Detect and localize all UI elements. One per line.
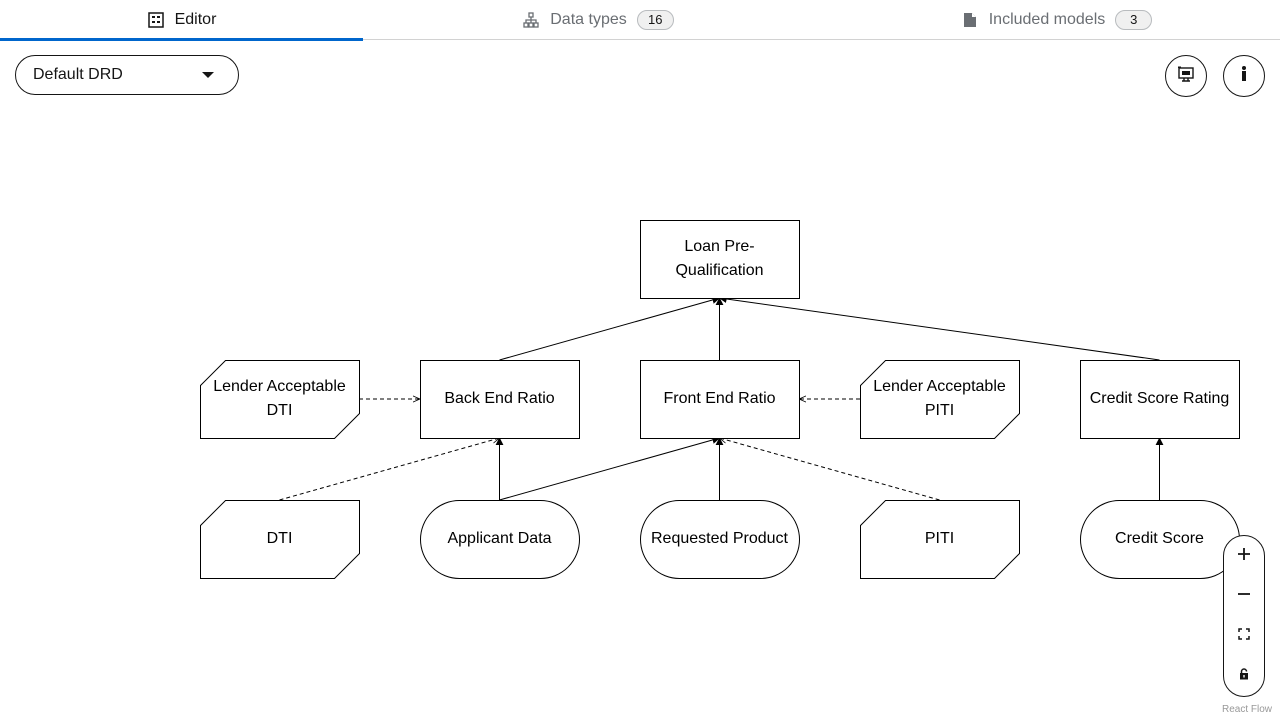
node-label: Credit Score (1115, 530, 1204, 547)
tab-bar: Editor Data types 16 Included models 3 (0, 0, 1280, 41)
drd-selector-value: Default DRD (33, 66, 123, 83)
zoom-out-button[interactable] (1224, 576, 1264, 616)
minus-icon (1237, 587, 1251, 606)
plus-icon (1237, 547, 1251, 566)
edge-dti-to-back_end[interactable] (279, 438, 500, 501)
edge-back_end-to-loan[interactable] (499, 296, 721, 361)
node-label: Requested Product (651, 530, 788, 547)
tab-included-models[interactable]: Included models 3 (833, 0, 1280, 40)
node-label: Applicant Data (447, 530, 552, 547)
node-piti-knowledge-source[interactable] (860, 500, 1020, 579)
node-label: Lender Acceptable DTI (213, 378, 346, 419)
edge-piti-to-front_end[interactable] (720, 438, 940, 501)
document-icon (961, 11, 979, 29)
node-label: Front End Ratio (663, 390, 776, 407)
node-label: Loan Pre-Qualification (675, 238, 764, 279)
node-back-end-decision[interactable] (420, 360, 580, 439)
node-loan-decision[interactable] (640, 220, 800, 299)
info-icon (1241, 65, 1247, 87)
tab-label: Editor (174, 11, 217, 28)
tab-editor[interactable]: Editor (0, 0, 363, 41)
node-label: Credit Score Rating (1089, 390, 1230, 407)
node-dti-knowledge-source[interactable] (200, 500, 360, 579)
node-credit-rating-decision[interactable] (1080, 360, 1240, 439)
info-button[interactable] (1223, 55, 1265, 97)
node-label: Back End Ratio (444, 390, 555, 407)
tab-data-types[interactable]: Data types 16 (363, 0, 833, 40)
overlay-icon (1177, 66, 1195, 87)
node-requested-input-data[interactable] (640, 500, 800, 579)
count-badge: 16 (636, 10, 674, 30)
editor-icon (147, 11, 165, 29)
lock-button[interactable] (1224, 656, 1264, 696)
react-flow-attribution[interactable]: React Flow (1222, 704, 1273, 715)
tab-label: Data types (550, 11, 627, 28)
overlays-button[interactable] (1165, 55, 1207, 97)
node-label: PITI (924, 530, 955, 547)
fit-view-button[interactable] (1224, 616, 1264, 656)
fit-view-icon (1238, 627, 1250, 645)
caret-down-icon (202, 72, 214, 78)
node-front-end-decision[interactable] (640, 360, 800, 439)
drd-selector[interactable]: Default DRD (15, 55, 239, 95)
count-badge: 3 (1115, 10, 1153, 30)
edge-applicant-to-front_end[interactable] (499, 436, 721, 501)
data-types-icon (522, 11, 540, 29)
node-lender-dti-knowledge-source[interactable] (200, 360, 360, 439)
node-label: DTI (266, 530, 293, 547)
zoom-in-button[interactable] (1224, 536, 1264, 576)
node-lender-piti-knowledge-source[interactable] (860, 360, 1020, 439)
tab-label: Included models (988, 11, 1106, 28)
lock-icon (1239, 667, 1249, 685)
canvas-controls (1223, 535, 1265, 697)
node-applicant-input-data[interactable] (420, 500, 580, 579)
node-label: Lender Acceptable PITI (873, 378, 1006, 419)
edge-credit_rating-to-loan[interactable] (718, 295, 1160, 361)
